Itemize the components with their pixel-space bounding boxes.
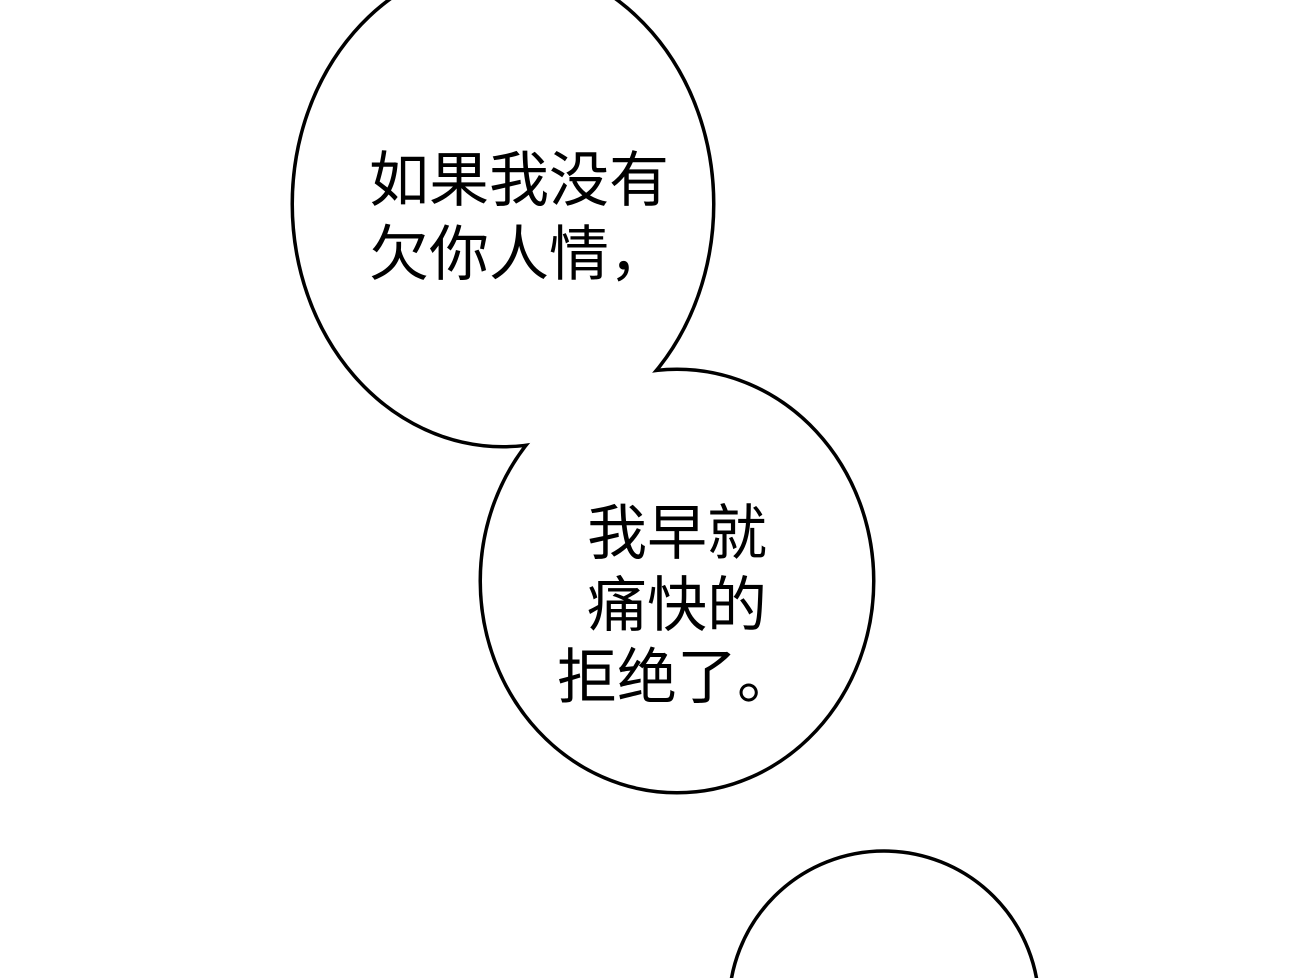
speech-bubble-3-outline [729, 849, 1039, 978]
speech-bubble-2-line-3: 拒绝了。 [557, 643, 797, 713]
speech-bubble-2-text: 我早就 痛快的 拒绝了。 [557, 499, 797, 713]
merged-speech-bubbles [290, 0, 876, 795]
speech-bubble-1-line-2: 欠你人情， [369, 220, 669, 290]
speech-bubble-1-text: 如果我没有 欠你人情， [369, 146, 669, 290]
speech-bubble-1-body [294, 0, 712, 445]
speech-bubble-2-line-1: 我早就 [587, 499, 767, 569]
speech-bubble-2-body [482, 371, 872, 791]
speech-bubble-1-line-1: 如果我没有 [369, 146, 669, 216]
speech-bubble-2-line-2: 痛快的 [587, 571, 767, 641]
